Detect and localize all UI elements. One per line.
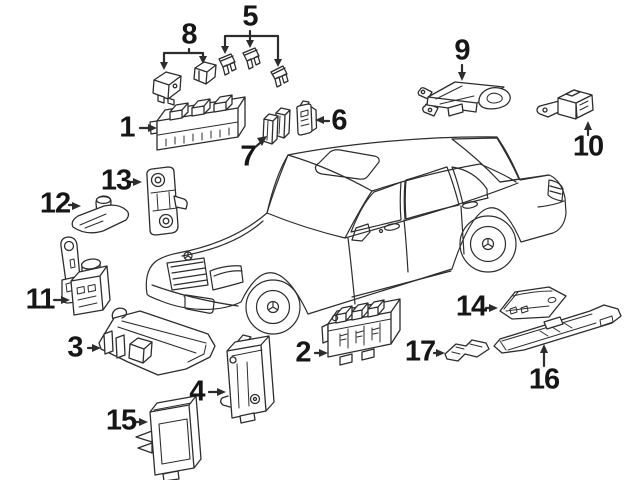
part-10-sensor-module[interactable] [536,89,594,120]
part-12-antenna-base[interactable] [71,195,130,234]
leader-bracket-8 [162,47,205,64]
car-rear-bumper-crease [537,200,565,208]
part-1-front-fuse-relay-box[interactable] [149,94,246,151]
car-b-pillar [403,180,406,220]
car-taillight [547,179,564,202]
part-7-relay-module-pair[interactable] [262,107,291,145]
arrowhead-12 [72,202,81,210]
arrowhead-10 [584,121,592,130]
arrowhead-16 [540,344,548,353]
car-hood-star-lines [184,251,192,259]
car-rear-hub-star [483,238,493,248]
part-14-module-cover[interactable] [499,286,567,320]
callout-label-15[interactable]: 15 [105,404,137,437]
part-2-rear-fuse-box[interactable] [321,298,401,366]
callout-label-1[interactable]: 1 [119,111,135,144]
callout-label-13[interactable]: 13 [100,164,132,197]
part-9-antenna-amplifier[interactable] [417,81,511,117]
car-headlight [209,265,244,291]
part-11-control-unit-with-bracket[interactable] [60,236,111,316]
car-trunk-deck-line [499,174,550,183]
callout-label-17[interactable]: 17 [404,335,436,368]
car-license-plate [183,294,215,314]
car-rear-wheel-rim [469,225,507,263]
part-13-sensor-bracket[interactable] [146,166,188,236]
car-windshield [266,154,373,239]
arrowhead-5a [221,46,229,54]
callout-label-5[interactable]: 5 [242,0,258,33]
part-6-relay-module[interactable] [296,100,318,136]
arrowhead-14 [489,304,498,312]
car-door-handle-rear [461,201,479,209]
part-4-control-module[interactable] [220,334,275,424]
arrowhead-3 [92,344,101,352]
callout-label-12[interactable]: 12 [39,187,71,220]
callout-label-6[interactable]: 6 [331,104,347,137]
car-sunroof [314,149,380,180]
arrowhead-11 [61,296,70,304]
part-16-sill-rail-module[interactable] [493,304,622,354]
car-hood-seam [181,220,264,257]
callout-label-9[interactable]: 9 [454,34,470,67]
callout-label-4[interactable]: 4 [189,375,205,408]
car-door-lock [378,228,384,234]
arrowhead-7 [257,136,267,146]
car-front-wheel-hub [266,300,280,314]
arrowhead-5b [246,40,254,48]
car-door-seam-rear [460,205,465,255]
arrowhead-6 [315,116,324,124]
car-front-hub-star [268,301,278,311]
leader-lines [52,29,592,426]
car-rear-door-window [404,166,460,220]
part-5-blade-fuses[interactable] [218,47,289,88]
arrowhead-8b [199,56,207,64]
car-door-handle-front [383,223,401,231]
car-front-wheel-rim [255,289,291,325]
callout-label-16[interactable]: 16 [528,363,560,396]
arrowhead-4 [217,388,226,396]
vehicle-outline-drawing [145,136,567,335]
arrowhead-8a [160,62,168,70]
part-3-mounting-bracket-tray[interactable] [98,307,216,376]
callout-label-14[interactable]: 14 [455,290,487,323]
car-body-outline [145,136,567,315]
leader-7 [251,141,262,151]
arrowhead-9 [458,72,466,81]
car-beltline [344,182,519,239]
car-bumper-top-line [151,284,239,307]
callout-label-10[interactable]: 10 [572,130,604,163]
part-8-relays[interactable] [152,61,217,106]
car-door-bottom-line [351,270,452,298]
car-taillight-stripes [549,185,562,195]
part-15-control-module-with-bracket[interactable] [135,395,202,480]
car-grille [166,257,209,291]
car-side-mirror [351,223,371,242]
callout-label-7[interactable]: 7 [240,140,256,173]
arrowhead-2 [319,349,328,357]
arrowhead-17 [436,349,445,357]
car-rear-wheel [459,215,517,273]
arrowhead-15 [139,418,148,426]
car-quarter-window [451,166,489,205]
car-back-glass [451,137,520,183]
car-door-seam-mid [403,219,409,273]
callout-label-3[interactable]: 3 [67,331,83,364]
callout-label-8[interactable]: 8 [181,18,197,51]
arrowhead-1 [148,124,157,132]
arrowhead-13 [133,178,142,186]
arrowhead-5c [274,59,282,67]
car-rear-wheel-hub [481,237,495,251]
car-front-door-window [350,181,402,233]
car-door-seam-front [347,237,356,305]
leader-bracket-5 [223,29,280,62]
callout-label-11[interactable]: 11 [25,283,56,316]
car-front-wheel [245,279,301,335]
part-17-small-bracket[interactable] [444,339,490,362]
callout-label-2[interactable]: 2 [295,336,311,369]
